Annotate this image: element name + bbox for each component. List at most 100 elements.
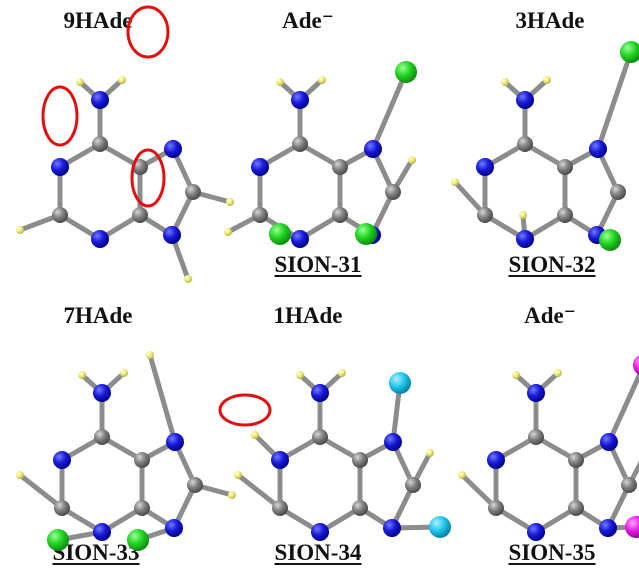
molecule-panel-6	[458, 355, 639, 541]
carbon-atom	[568, 500, 584, 516]
carbon-atom	[252, 207, 268, 223]
nitrogen-atom	[311, 384, 329, 402]
hydrogen-atom	[120, 369, 128, 377]
bond	[17, 472, 65, 511]
hydrogen-atom	[543, 76, 551, 84]
molecule-panel-2	[224, 61, 417, 248]
metal-atom	[633, 355, 639, 375]
metal-atom	[269, 223, 291, 245]
hydrogen-atom	[251, 431, 259, 439]
molecule-panel-3	[41, 41, 639, 251]
panel-label-sion-35: SION-35	[508, 540, 596, 565]
carbon-atom	[134, 452, 150, 468]
carbon-atom	[557, 159, 573, 175]
nitrogen-atom	[600, 433, 618, 451]
hydrogen-atom	[226, 198, 234, 206]
bond	[147, 352, 178, 445]
highlight-ellipse	[218, 393, 272, 427]
hydrogen-atom	[76, 78, 84, 86]
nitrogen-atom	[163, 226, 181, 244]
carbon-atom	[52, 207, 68, 223]
hydrogen-atom	[501, 78, 509, 86]
carbon-atom	[557, 207, 573, 223]
nitrogen-atom	[487, 451, 505, 469]
carbon-atom	[332, 159, 348, 175]
hydrogen-atom	[296, 371, 304, 379]
nitrogen-atom	[384, 433, 402, 451]
hydrogen-atom	[318, 76, 326, 84]
hydrogen-atom	[512, 371, 520, 379]
metal-atom	[620, 41, 639, 63]
metal-atom	[389, 372, 411, 394]
bond	[235, 472, 283, 511]
carbon-atom	[134, 500, 150, 516]
highlight-ellipse	[126, 5, 170, 59]
bond	[595, 49, 634, 152]
metal-atom	[395, 61, 417, 83]
hydrogen-atom	[16, 471, 24, 479]
carbon-atom	[332, 207, 348, 223]
carbon-atom	[312, 429, 328, 445]
carbon-atom	[92, 136, 108, 152]
panel-title-ade-anion-2: Ade⁻	[524, 303, 576, 328]
nitrogen-atom	[516, 230, 534, 248]
hydrogen-atom	[338, 369, 346, 377]
carbon-atom	[385, 184, 401, 200]
carbon-atom	[621, 477, 637, 493]
carbon-atom	[54, 500, 70, 516]
nitrogen-atom	[599, 519, 617, 537]
hydrogen-atom	[78, 371, 86, 379]
molecule-panel-1	[16, 76, 234, 283]
carbon-atom	[132, 207, 148, 223]
carbon-atom	[187, 477, 203, 493]
highlight-ellipse	[130, 148, 166, 208]
highlight-ellipse	[41, 85, 79, 147]
nitrogen-atom	[476, 158, 494, 176]
panel-label-sion-31: SION-31	[274, 252, 362, 277]
hydrogen-atom	[519, 211, 527, 219]
nitrogen-atom	[91, 91, 109, 109]
metal-atom	[625, 516, 639, 538]
nitrogen-atom	[164, 140, 182, 158]
metal-atom	[429, 516, 451, 538]
carbon-atom	[292, 136, 308, 152]
nitrogen-atom	[516, 91, 534, 109]
carbon-atom	[405, 477, 421, 493]
hydrogen-atom	[118, 76, 126, 84]
nitrogen-atom	[53, 451, 71, 469]
nitrogen-atom	[93, 384, 111, 402]
carbon-atom	[352, 500, 368, 516]
panel-title-7hade: 7HAde	[63, 303, 133, 328]
hydrogen-atom	[146, 351, 154, 359]
metal-atom	[47, 529, 69, 551]
nitrogen-atom	[364, 140, 382, 158]
panel-title-ade-anion: Ade⁻	[282, 8, 334, 33]
panel-label-sion-34: SION-34	[274, 540, 362, 565]
nitrogen-atom	[527, 523, 545, 541]
bond	[606, 369, 639, 445]
carbon-atom	[610, 184, 626, 200]
nitrogen-atom	[251, 158, 269, 176]
metal-atom	[127, 529, 149, 551]
carbon-atom	[488, 500, 504, 516]
nitrogen-atom	[271, 451, 289, 469]
molecule-panel-4	[16, 5, 236, 551]
nitrogen-atom	[51, 158, 69, 176]
panel-title-1hade: 1HAde	[273, 303, 343, 328]
metal-atom	[599, 229, 621, 251]
carbon-atom	[477, 207, 493, 223]
carbon-atom	[528, 429, 544, 445]
nitrogen-atom	[91, 230, 109, 248]
hydrogen-atom	[554, 369, 562, 377]
nitrogen-atom	[383, 519, 401, 537]
hydrogen-atom	[16, 226, 24, 234]
hydrogen-atom	[228, 491, 236, 499]
hydrogen-atom	[451, 178, 459, 186]
panel-title-9hade: 9HAde	[63, 8, 133, 33]
nitrogen-atom	[165, 519, 183, 537]
hydrogen-atom	[426, 449, 434, 457]
carbon-atom	[568, 452, 584, 468]
nitrogen-atom	[589, 140, 607, 158]
